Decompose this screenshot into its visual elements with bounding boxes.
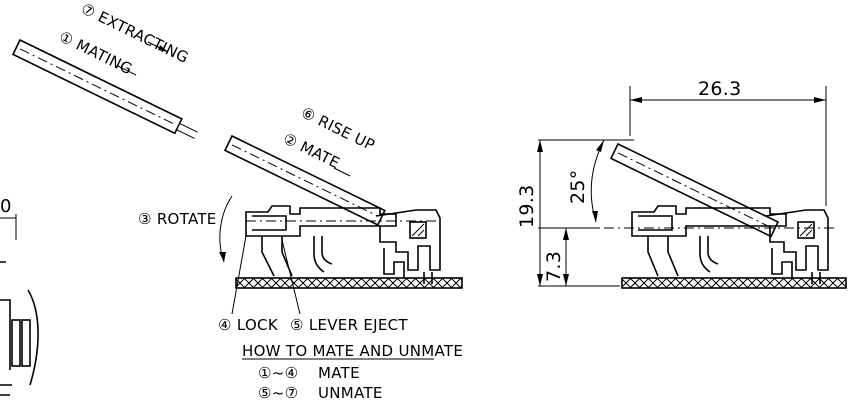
hatch-stroke (791, 277, 803, 289)
hatch-stroke (621, 278, 632, 289)
hatch-stroke (800, 277, 812, 289)
hatch-stroke (414, 277, 426, 289)
hatch-stroke (360, 277, 372, 289)
pcb-hatch-right (621, 277, 847, 289)
hatch-stroke (405, 277, 417, 289)
base-height-label: 7.3 (543, 251, 565, 282)
hatch-stroke (782, 277, 794, 289)
hatch-stroke (728, 277, 740, 289)
legend-row2-action: UNMATE (318, 384, 383, 402)
hatch-stroke (764, 277, 776, 289)
legend-row2-range: ⑤~⑦ (258, 384, 298, 402)
hatch-stroke (315, 277, 327, 289)
hatch-stroke (459, 285, 463, 289)
step-5-lever-eject-label: ⑤ LEVER EJECT (290, 316, 408, 334)
hatch-stroke (342, 277, 354, 289)
hatch-stroke (297, 277, 309, 289)
hatch-stroke (683, 277, 695, 289)
hatch-stroke (621, 277, 632, 288)
hatch-stroke (629, 277, 641, 289)
hatch-stroke (235, 278, 246, 289)
hatch-stroke (459, 277, 463, 281)
step-4-lock-label: ④ LOCK (218, 316, 279, 334)
hatch-stroke (755, 277, 767, 289)
hatch-stroke (378, 277, 390, 289)
hatch-stroke (719, 277, 731, 289)
step-3-rotate-label: ③ ROTATE (138, 210, 217, 228)
hatch-stroke (692, 277, 704, 289)
hatch-stroke (423, 277, 435, 289)
hatch-stroke (710, 277, 722, 289)
mating-arrow (117, 65, 137, 76)
dimensioned-view: 26.3 19.3 7.3 25° (516, 78, 847, 289)
width-dimension-label: 26.3 (698, 78, 742, 100)
angle-label: 25° (567, 169, 589, 204)
hatch-stroke (656, 277, 668, 289)
hatch-stroke (261, 277, 273, 289)
hatch-stroke (351, 277, 363, 289)
hatch-stroke (306, 277, 318, 289)
hatch-stroke (701, 277, 713, 289)
pcb-hatch-middle (235, 277, 463, 289)
hatch-stroke (638, 277, 650, 289)
hatch-stroke (674, 277, 686, 289)
hatch-stroke (252, 277, 264, 289)
partial-dimension-label: 0 (0, 196, 12, 217)
hatch-stroke (324, 277, 336, 289)
hatch-stroke (450, 277, 462, 289)
hatch-stroke (243, 277, 255, 289)
hatch-stroke (369, 277, 381, 289)
hatch-stroke (432, 277, 444, 289)
mating-module (11, 38, 198, 139)
hatch-stroke (836, 278, 847, 289)
hatch-stroke (818, 277, 830, 289)
hatch-stroke (387, 277, 399, 289)
pcb-board-middle (235, 277, 463, 289)
total-height-label: 19.3 (516, 184, 538, 228)
mate-unmate-legend: HOW TO MATE AND UNMATE ①~④ MATE ⑤~⑦ UNMA… (242, 342, 463, 402)
hatch-stroke (441, 277, 453, 289)
hatch-stroke (647, 277, 659, 289)
hatch-stroke (746, 277, 758, 289)
hatch-stroke (333, 277, 345, 289)
step-labels-top: ⑦ EXTRACTING ① MATING (56, 0, 191, 78)
legend-row1-action: MATE (318, 364, 360, 382)
rotate-arrowhead (219, 252, 226, 262)
hatch-stroke (809, 277, 821, 289)
hatch-stroke (279, 277, 291, 289)
extracting-arrowhead (158, 45, 168, 52)
hatch-stroke (270, 277, 282, 289)
left-partial-detail: 0 (0, 196, 39, 396)
hatch-stroke (827, 277, 839, 289)
hatch-stroke (773, 277, 785, 289)
hatch-stroke (665, 277, 677, 289)
hatch-stroke (288, 277, 300, 289)
tilted-module (223, 134, 386, 226)
hatch-stroke (737, 277, 749, 289)
pcb-board-right (621, 277, 847, 289)
middle-assembly: ⑥ RISE UP ② MATE ③ ROTATE ④ LOCK ⑤ LEVER… (138, 103, 463, 334)
legend-title: HOW TO MATE AND UNMATE (242, 342, 463, 360)
angle-arc (590, 139, 605, 223)
hatch-stroke (836, 277, 847, 288)
legend-row1-range: ①~④ (258, 364, 298, 382)
hatch-stroke (396, 277, 408, 289)
tilted-module-right (609, 142, 780, 238)
